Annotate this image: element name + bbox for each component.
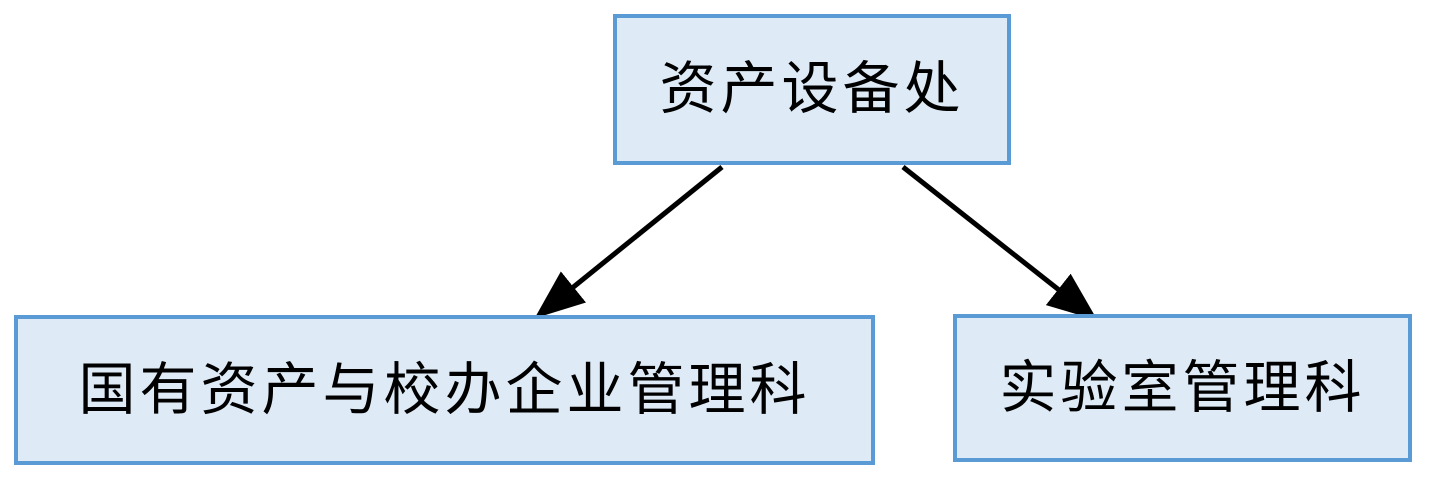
node-root: 资产设备处 (613, 14, 1011, 165)
node-child-right: 实验室管理科 (953, 314, 1412, 462)
node-root-label: 资产设备处 (659, 57, 965, 121)
node-child-left-label: 国有资产与校办企业管理科 (78, 357, 811, 422)
node-child-left: 国有资产与校办企业管理科 (14, 315, 875, 465)
edge-root-to-child-left (534, 165, 724, 319)
node-child-right-label: 实验室管理科 (999, 355, 1366, 420)
edge-root-to-child-right (901, 165, 1098, 321)
